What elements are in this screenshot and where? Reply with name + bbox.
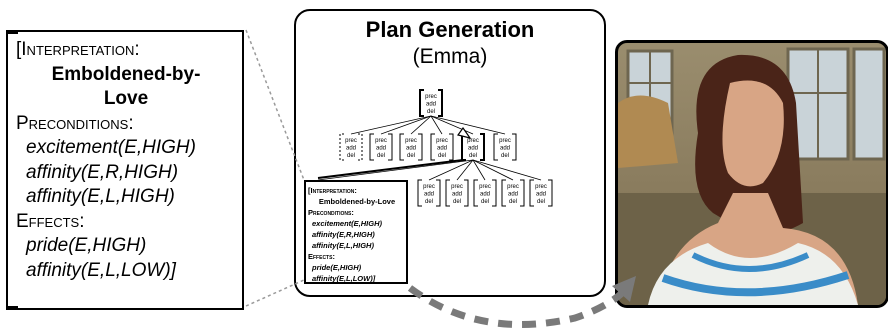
mini-effects-label: Effects: bbox=[308, 252, 335, 261]
tree-edge-to-schema bbox=[317, 159, 474, 181]
node-line: del bbox=[377, 153, 385, 159]
node-line: prec bbox=[423, 184, 435, 190]
node-line: del bbox=[481, 199, 489, 205]
tree-edge bbox=[472, 159, 486, 181]
mini-interpretation-value: Emboldened-by-Love bbox=[318, 197, 396, 206]
node-line: del bbox=[537, 199, 545, 205]
plan-title: Plan Generation bbox=[365, 17, 535, 42]
effect-item: affinity(E,L,LOW)] bbox=[26, 259, 176, 281]
node-line: del bbox=[438, 153, 446, 159]
mini-left-bracket bbox=[304, 180, 311, 284]
interpretation-line: [Interpretation: bbox=[16, 39, 140, 60]
node-line: add bbox=[426, 102, 436, 108]
mini-interpretation-label: [Interpretation: bbox=[308, 186, 357, 195]
node-line: add bbox=[437, 146, 447, 152]
node-line: del bbox=[407, 153, 415, 159]
tree-edge bbox=[430, 115, 474, 135]
tree-edge bbox=[380, 115, 432, 135]
node-line: del bbox=[453, 199, 461, 205]
node-line: del bbox=[425, 199, 433, 205]
plan-subtitle: (Emma) bbox=[412, 45, 488, 68]
node-line: add bbox=[480, 192, 490, 198]
interpretation-value: Emboldened-by-Love bbox=[51, 63, 201, 110]
node-line: del bbox=[427, 109, 435, 115]
node-line: prec bbox=[499, 138, 511, 144]
schema-text: [Interpretation: Emboldened-by-Love Prec… bbox=[16, 38, 236, 283]
mini-preconditions-label: Preconditions: bbox=[308, 208, 354, 217]
schema-zoom-panel: [Interpretation: Emboldened-by-Love Prec… bbox=[6, 30, 244, 310]
node-line: prec bbox=[535, 184, 547, 190]
tree-edge bbox=[428, 159, 474, 181]
mini-precondition-item: excitement(E,HIGH) bbox=[312, 219, 383, 228]
node-line: del bbox=[509, 199, 517, 205]
mini-effect-item: affinity(E,L,LOW)] bbox=[312, 274, 376, 283]
mini-schema: [Interpretation: Emboldened-by-Love Prec… bbox=[304, 180, 408, 284]
node-line: add bbox=[508, 192, 518, 198]
right-bracket bbox=[232, 30, 244, 310]
node-line: add bbox=[376, 146, 386, 152]
node-line: prec bbox=[345, 138, 357, 144]
mini-schema-text: [Interpretation: Emboldened-by-Love Prec… bbox=[308, 185, 406, 284]
effects-label: Effects: bbox=[16, 210, 85, 232]
tree-edge bbox=[472, 159, 514, 181]
tree-edge bbox=[430, 115, 506, 135]
tree-edge bbox=[472, 159, 542, 181]
node-line: prec bbox=[451, 184, 463, 190]
highlight-arrowhead bbox=[456, 126, 472, 139]
tree-edge bbox=[410, 115, 432, 135]
node-line: add bbox=[424, 192, 434, 198]
precondition-item: affinity(E,R,HIGH) bbox=[26, 161, 179, 183]
node-line: add bbox=[346, 146, 356, 152]
effect-item: pride(E,HIGH) bbox=[26, 235, 147, 256]
preconditions-label: Preconditions: bbox=[16, 112, 134, 134]
node-line: del bbox=[501, 153, 509, 159]
node-line: add bbox=[500, 146, 510, 152]
node-line: prec bbox=[375, 138, 387, 144]
mini-right-bracket bbox=[401, 180, 408, 284]
node-line: del bbox=[347, 153, 355, 159]
node-line: add bbox=[452, 192, 462, 198]
node-line: prec bbox=[467, 138, 479, 144]
mini-precondition-item: affinity(E,R,HIGH) bbox=[312, 230, 375, 239]
node-line: prec bbox=[425, 94, 437, 100]
character-illustration bbox=[618, 47, 886, 305]
node-line: prec bbox=[405, 138, 417, 144]
node-line: add bbox=[406, 146, 416, 152]
node-line: add bbox=[468, 146, 478, 152]
tree-edge bbox=[430, 115, 443, 135]
node-line: del bbox=[469, 153, 477, 159]
precondition-item: affinity(E,L,HIGH) bbox=[26, 186, 175, 207]
mini-precondition-item: affinity(E,L,HIGH) bbox=[312, 241, 374, 250]
node-line: prec bbox=[479, 184, 491, 190]
character-scene-image bbox=[615, 40, 888, 308]
node-line: add bbox=[536, 192, 546, 198]
tree-edge bbox=[456, 159, 474, 181]
mini-effect-item: pride(E,HIGH) bbox=[312, 263, 362, 272]
node-line: prec bbox=[436, 138, 448, 144]
tree-edge bbox=[350, 115, 432, 135]
precondition-item: excitement(E,HIGH) bbox=[26, 137, 196, 158]
schema-pointer-line bbox=[317, 159, 464, 179]
node-line: prec bbox=[507, 184, 519, 190]
